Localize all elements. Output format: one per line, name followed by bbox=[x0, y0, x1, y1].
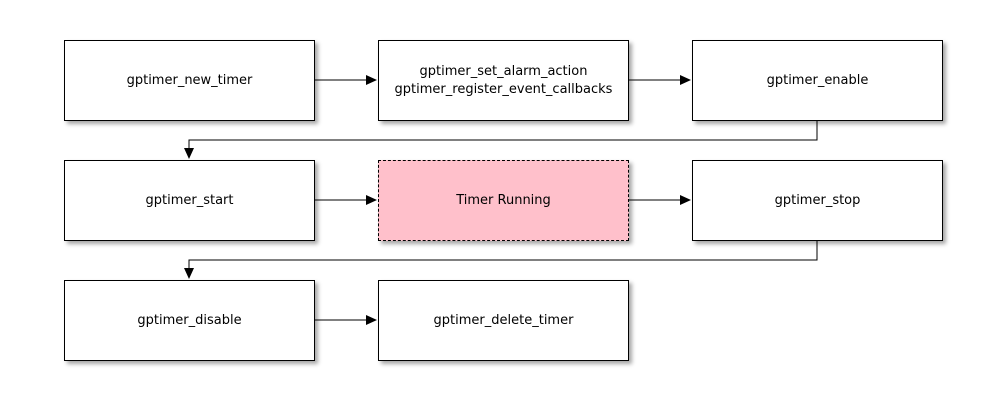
node-label-line1: gptimer_set_alarm_action bbox=[419, 63, 588, 79]
node-label: gptimer_enable bbox=[766, 72, 869, 88]
node-label: gptimer_disable bbox=[137, 312, 242, 328]
node-label-line2: gptimer_register_event_callbacks bbox=[394, 81, 613, 97]
edge-stop-to-disable bbox=[184, 241, 818, 279]
node-gptimer-new-timer: gptimer_new_timer bbox=[64, 40, 315, 121]
node-label: Timer Running bbox=[456, 192, 551, 208]
node-gptimer-start: gptimer_start bbox=[64, 160, 315, 241]
node-gptimer-disable: gptimer_disable bbox=[64, 280, 315, 361]
node-gptimer-enable: gptimer_enable bbox=[692, 40, 943, 121]
node-label: gptimer_new_timer bbox=[126, 72, 253, 88]
node-label: gptimer_delete_timer bbox=[433, 312, 574, 328]
edge-enable-to-start bbox=[184, 121, 818, 159]
node-gptimer-stop: gptimer_stop bbox=[692, 160, 943, 241]
node-label: gptimer_start bbox=[145, 192, 234, 208]
node-gptimer-configure: gptimer_set_alarm_action gptimer_registe… bbox=[378, 40, 629, 121]
node-gptimer-delete-timer: gptimer_delete_timer bbox=[378, 280, 629, 361]
node-label: gptimer_stop bbox=[774, 192, 861, 208]
node-timer-running: Timer Running bbox=[378, 160, 629, 241]
